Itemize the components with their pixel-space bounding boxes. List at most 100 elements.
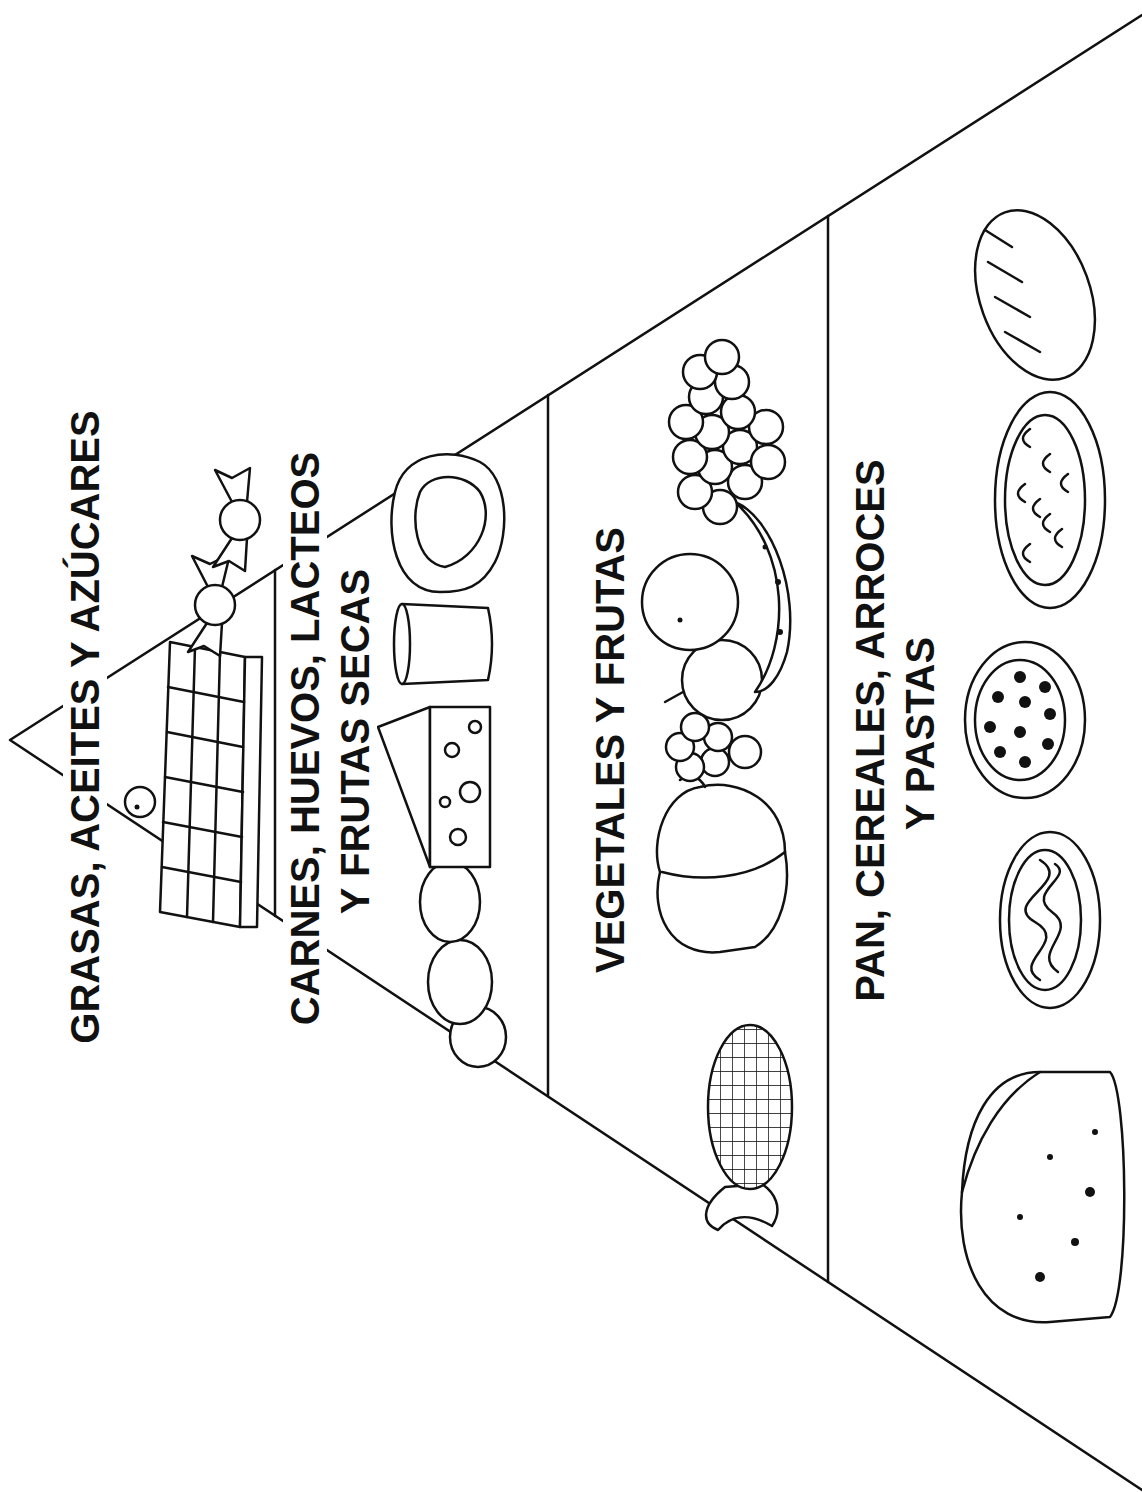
bread-loaf-stroke (1035, 1272, 1045, 1282)
cheese-wedge (378, 707, 490, 867)
band-label: CARNES, HUEVOS, LACTEOS Y FRUTAS SECAS (283, 452, 377, 1028)
grapes-stroke (705, 340, 739, 374)
eggs-stroke (420, 862, 480, 942)
milk-glass-stroke (402, 604, 492, 684)
grapes-stroke (721, 395, 755, 429)
beans-bowl-stroke (1044, 708, 1056, 720)
steak-stroke (391, 454, 504, 592)
chocolate-bar (125, 642, 262, 927)
cauliflower-stroke (701, 748, 729, 776)
wrapped-candy-stroke (213, 538, 247, 571)
beans-bowl-stroke (1014, 671, 1026, 683)
beans-bowl-stroke (1019, 696, 1031, 708)
eggs-stroke (428, 940, 492, 1024)
pyramid-outline-stroke (827, 216, 830, 1282)
bell-pepper-stroke (657, 785, 787, 953)
banana-stroke (777, 629, 783, 635)
bread-loaf-stroke (1017, 1214, 1023, 1220)
baguette-stroke (985, 230, 1040, 352)
banana-stroke (775, 579, 781, 585)
beans-bowl-stroke (965, 642, 1085, 798)
cheese-wedge-stroke (460, 782, 480, 802)
orange-stroke (642, 554, 738, 650)
beans-bowl-stroke (1014, 726, 1026, 738)
corn-cob (706, 1025, 792, 1230)
pear-stroke (682, 640, 762, 720)
banana-stroke (763, 545, 768, 550)
corn-cob-stroke (706, 1184, 777, 1230)
bread-loaf-stroke (1085, 1187, 1095, 1197)
bread-loaf-stroke (962, 1072, 1040, 1192)
cheese-wedge-stroke (469, 721, 481, 733)
pyramid-band: GRASAS, ACEITES Y AZÚCARES (60, 377, 110, 1077)
spaghetti-bowl-stroke (1000, 832, 1100, 1008)
steak-stroke (415, 477, 485, 567)
chocolate-bar-stroke (162, 687, 244, 882)
macaroni-bowl (995, 392, 1105, 608)
beans-bowl-stroke (975, 660, 1065, 780)
cheese-wedge-stroke (440, 797, 450, 807)
milk-glass-stroke (394, 604, 410, 684)
wrapped-candy (213, 468, 260, 571)
pyramid-band: VEGETALES Y FRUTAS (585, 450, 635, 1050)
grapes-stroke (751, 445, 785, 479)
cheese-wedge-stroke (378, 707, 430, 867)
pear (665, 640, 762, 720)
bell-pepper (657, 776, 787, 952)
bread-loaf-stroke (1092, 1129, 1098, 1135)
cauliflower (666, 713, 761, 781)
band-label-line: GRASAS, ACEITES Y AZÚCARES (60, 377, 110, 1077)
cheese-wedge-stroke (445, 743, 459, 757)
band-label-line: PAN, CEREALES, ARROCES Y PASTAS (845, 450, 945, 1015)
beans-bowl-stroke (1042, 738, 1054, 750)
beans-bowl-stroke (1039, 681, 1051, 693)
eggs (420, 862, 506, 1067)
bread-loaf-stroke (1071, 1238, 1079, 1246)
band-label: PAN, CEREALES, ARROCES Y PASTAS (848, 459, 942, 1004)
milk-glass (394, 604, 492, 684)
wrapped-candy (188, 554, 235, 656)
pyramid-outline (10, 15, 1142, 1490)
wrapped-candy-stroke (220, 500, 260, 540)
pear-stroke (665, 692, 683, 702)
band-label: VEGETALES Y FRUTAS (588, 524, 632, 976)
baguette (953, 193, 1117, 396)
spaghetti-bowl (1000, 832, 1100, 1008)
band-label-line: VEGETALES Y FRUTAS (585, 450, 635, 1050)
wrapped-candy-stroke (215, 468, 250, 502)
bread-loaf (961, 1072, 1124, 1322)
band-label-line: CARNES, HUEVOS, LACTEOS Y FRUTAS SECAS (280, 445, 380, 1035)
beans-bowl (965, 642, 1085, 798)
macaroni-bowl-stroke (1018, 429, 1068, 562)
banana-stroke (735, 502, 790, 692)
bread-loaf-stroke (961, 1072, 1124, 1322)
macaroni-bowl-stroke (995, 392, 1105, 608)
chocolate-bar-stroke (125, 787, 155, 817)
pyramid-band: CARNES, HUEVOS, LACTEOS Y FRUTAS SECAS (280, 445, 380, 1035)
chocolate-bar-stroke (160, 642, 245, 927)
macaroni-bowl-stroke (1005, 415, 1085, 585)
spaghetti-bowl-stroke (1025, 860, 1049, 980)
chocolate-bar-stroke (187, 647, 220, 922)
steak (391, 454, 504, 592)
cheese-wedge-stroke (430, 707, 490, 867)
beans-bowl-stroke (992, 691, 1004, 703)
spaghetti-bowl-stroke (1009, 850, 1081, 990)
wrapped-candy-stroke (188, 623, 222, 656)
beans-bowl-stroke (994, 746, 1006, 758)
cauliflower-stroke (729, 736, 761, 768)
band-label: GRASAS, ACEITES Y AZÚCARES (63, 407, 107, 1046)
spaghetti-bowl-stroke (1044, 864, 1061, 972)
bread-loaf-stroke (1047, 1154, 1053, 1160)
pyramid-outline-stroke (547, 395, 550, 1096)
beans-bowl-stroke (1019, 756, 1031, 768)
grapes (669, 340, 785, 524)
beans-bowl-stroke (984, 721, 996, 733)
orange-stroke (678, 618, 683, 623)
pyramid-outline-stroke (274, 570, 277, 916)
pyramid-outline-stroke (10, 15, 1142, 1490)
corn-cob-stroke (708, 1025, 792, 1189)
baguette-stroke (953, 193, 1117, 396)
